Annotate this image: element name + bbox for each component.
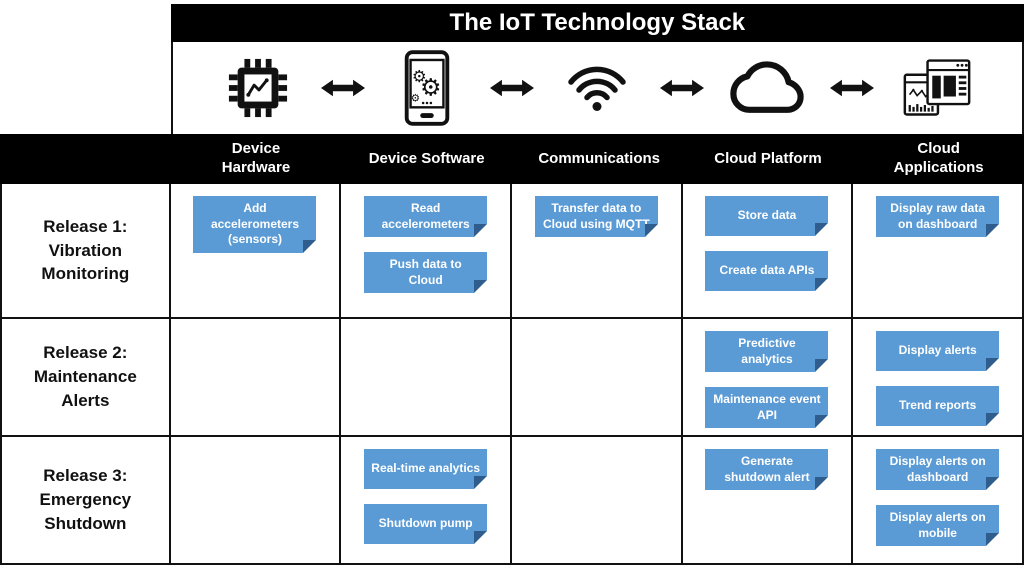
row-label-release-3: Release 3: Emergency Shutdown — [0, 437, 171, 563]
header-label: Cloud Platform — [714, 149, 822, 167]
cell-r1-communications: Transfer data to Cloud using MQTT — [512, 184, 683, 317]
cell-r2-applications: Display alerts Trend reports — [853, 319, 1024, 435]
cell-r2-communications — [512, 319, 683, 435]
left-right-arrow-icon — [830, 77, 875, 99]
column-header-band: Device Hardware Device Software Communic… — [0, 134, 1024, 184]
task-note: Real-time analytics — [364, 449, 488, 489]
row-release-1: Release 1: Vibration Monitoring Add acce… — [0, 184, 1024, 319]
cell-r2-platform: Predictive analytics Maintenance event A… — [683, 319, 854, 435]
left-right-arrow-icon — [660, 77, 705, 99]
left-right-arrow-icon — [320, 77, 365, 99]
top-section: The IoT Technology Stack — [0, 0, 1024, 134]
task-note: Store data — [705, 196, 829, 236]
header-device-software: Device Software — [341, 150, 512, 169]
cell-r1-software: Read accelerometers Push data to Cloud — [341, 184, 512, 317]
svg-text:⚙: ⚙ — [412, 68, 427, 86]
cell-r2-software — [341, 319, 512, 435]
task-note: Create data APIs — [705, 251, 829, 291]
cell-r3-applications: Display alerts on dashboard Display aler… — [853, 437, 1024, 563]
cell-r2-hardware — [171, 319, 342, 435]
microchip-icon — [227, 57, 289, 119]
row-release-2: Release 2: Maintenance Alerts Predictive… — [0, 319, 1024, 437]
task-note: Display alerts on dashboard — [876, 449, 1000, 491]
header-label: Cloud Applications — [893, 140, 984, 176]
cell-r3-hardware — [171, 437, 342, 563]
dashboard-windows-icon — [902, 57, 972, 119]
task-note: Trend reports — [876, 386, 1000, 426]
svg-text:⚙: ⚙ — [421, 75, 443, 102]
header-communications: Communications — [512, 150, 683, 169]
wifi-icon — [565, 63, 629, 113]
task-note: Predictive analytics — [705, 331, 829, 373]
diagram-title: The IoT Technology Stack — [170, 4, 1024, 42]
cell-r3-platform: Generate shutdown alert — [683, 437, 854, 563]
header-label: Device Software — [368, 149, 485, 167]
header-cloud-platform: Cloud Platform — [683, 150, 854, 169]
cloud-icon — [730, 60, 804, 116]
task-note: Generate shutdown alert — [705, 449, 829, 491]
icon-band: ⚙ ⚙ ⚙ — [170, 42, 1024, 134]
task-note: Maintenance event API — [705, 387, 829, 429]
task-note: Transfer data to Cloud using MQTT — [534, 196, 658, 238]
header-label: Device Hardware — [221, 140, 291, 176]
cell-r1-hardware: Add accelerometers (sensors) — [171, 184, 342, 317]
row-release-3: Release 3: Emergency Shutdown Real-time … — [0, 437, 1024, 565]
header-cloud-applications: Cloud Applications — [853, 140, 1024, 178]
cell-r3-software: Real-time analytics Shutdown pump — [341, 437, 512, 563]
task-note: Display alerts on mobile — [876, 505, 1000, 547]
svg-text:⚙: ⚙ — [411, 93, 421, 105]
cell-r1-applications: Display raw data on dashboard — [853, 184, 1024, 317]
task-note: Add accelerometers (sensors) — [193, 196, 317, 253]
cell-r3-communications — [512, 437, 683, 563]
task-note: Push data to Cloud — [364, 252, 488, 294]
task-note: Display raw data on dashboard — [876, 196, 1000, 238]
task-note: Shutdown pump — [364, 504, 488, 544]
cell-r1-platform: Store data Create data APIs — [683, 184, 854, 317]
header-label: Communications — [538, 149, 661, 167]
left-right-arrow-icon — [490, 77, 535, 99]
row-label-release-1: Release 1: Vibration Monitoring — [0, 184, 171, 317]
row-label-release-2: Release 2: Maintenance Alerts — [0, 319, 171, 435]
header-device-hardware: Device Hardware — [171, 140, 342, 178]
smartphone-gears-icon: ⚙ ⚙ ⚙ — [398, 49, 456, 127]
task-note: Read accelerometers — [364, 196, 488, 238]
task-note: Display alerts — [876, 331, 1000, 371]
